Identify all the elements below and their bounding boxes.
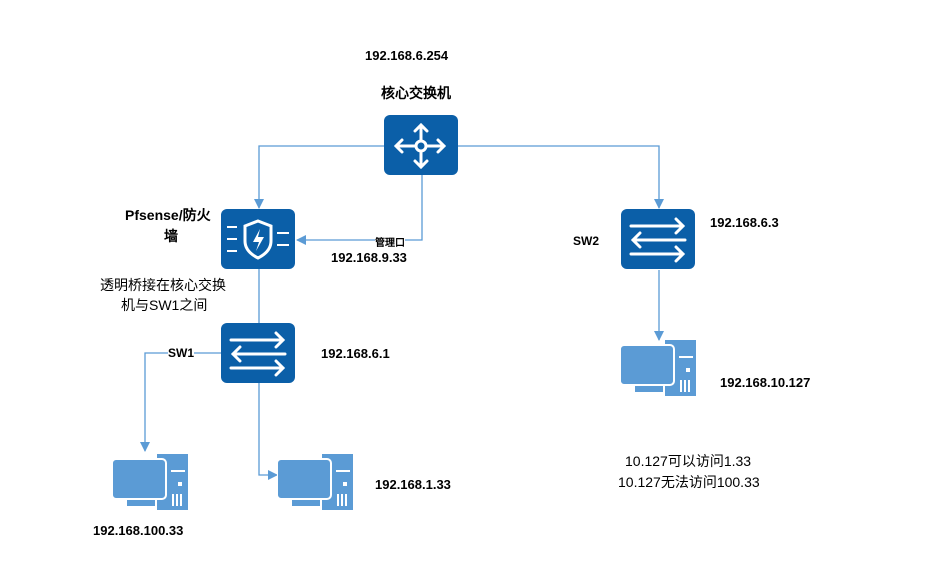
sw2-switch[interactable] <box>621 209 695 269</box>
sw2-ip: 192.168.6.3 <box>710 215 779 230</box>
pc100-ip: 192.168.100.33 <box>93 523 184 538</box>
access-note-1: 10.127可以访问1.33 <box>625 453 752 469</box>
firewall[interactable] <box>221 209 295 269</box>
switch-arrows-icon <box>629 217 687 263</box>
core-label: 核心交换机 <box>381 85 451 101</box>
router-arrows-icon <box>393 122 447 170</box>
pc-192-168-1-33[interactable] <box>277 452 355 510</box>
link-core-firewall <box>254 145 384 209</box>
core-ip: 192.168.6.254 <box>365 48 449 63</box>
firewall-label-1: Pfsense/防火 <box>125 207 211 223</box>
sw1-ip: 192.168.6.1 <box>321 346 390 361</box>
pc-192-168-10-127[interactable] <box>620 338 698 396</box>
bridge-note-2: 机与SW1之间 <box>121 297 208 313</box>
pc1-ip: 192.168.1.33 <box>375 477 451 492</box>
computer-icon <box>112 454 188 510</box>
bridge-note-1: 透明桥接在核心交换 <box>100 277 226 293</box>
link-sw1-pc1 <box>258 383 278 480</box>
mgmt-ip: 192.168.9.33 <box>331 250 407 265</box>
link-core-sw2 <box>458 145 664 209</box>
firewall-label-2: 墙 <box>164 228 178 244</box>
link-sw1-pc100 <box>140 352 221 452</box>
access-note-2: 10.127无法访问100.33 <box>618 474 760 490</box>
computer-icon <box>620 340 696 396</box>
pc10-ip: 192.168.10.127 <box>720 375 811 390</box>
pc-192-168-100-33[interactable] <box>112 452 190 510</box>
mgmt-port-label: 管理口 <box>375 234 405 249</box>
computer-icon <box>277 454 353 510</box>
sw1-switch[interactable] <box>221 323 295 383</box>
link-core-firewall-mgmt <box>296 175 423 245</box>
firewall-shield-icon <box>227 219 289 260</box>
switch-arrows-icon <box>229 331 287 377</box>
sw2-label: SW2 <box>573 234 600 248</box>
core-switch[interactable] <box>384 115 458 175</box>
sw1-label: SW1 <box>168 346 195 360</box>
